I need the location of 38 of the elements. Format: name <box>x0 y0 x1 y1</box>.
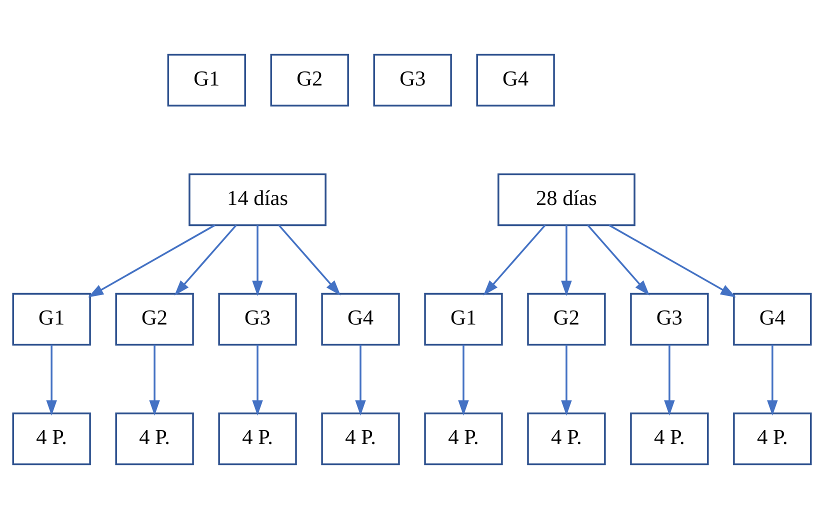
node-box: 4 P. <box>12 412 91 465</box>
node-box: G2 <box>270 53 349 106</box>
arrow <box>278 224 341 295</box>
arrow <box>608 224 736 297</box>
node-box: G2 <box>115 292 194 346</box>
node-box: 14 días <box>188 172 326 226</box>
arrow <box>355 344 366 416</box>
arrow <box>587 224 650 295</box>
node-box: G4 <box>733 292 812 346</box>
node-box: G2 <box>527 292 606 346</box>
arrow <box>664 344 675 416</box>
node-box: G1 <box>167 53 246 106</box>
node-box: 4 P. <box>218 412 297 465</box>
node-box: G3 <box>373 53 452 106</box>
node-box: G1 <box>424 292 503 346</box>
arrow <box>252 224 263 296</box>
node-box: 4 P. <box>115 412 194 465</box>
node-box: G4 <box>476 53 555 106</box>
arrow <box>252 344 263 416</box>
arrow <box>174 224 237 295</box>
arrow <box>46 344 57 416</box>
arrow <box>561 344 572 416</box>
node-box: G1 <box>12 292 91 346</box>
node-box: 4 P. <box>527 412 606 465</box>
node-box: G4 <box>321 292 400 346</box>
arrow <box>458 344 469 416</box>
node-box: 4 P. <box>424 412 503 465</box>
node-box: 4 P. <box>630 412 709 465</box>
node-box: G3 <box>630 292 709 346</box>
node-box: 28 días <box>498 172 636 226</box>
arrow <box>767 344 778 416</box>
node-box: 4 P. <box>733 412 812 465</box>
arrow <box>561 224 572 296</box>
arrow <box>483 224 546 295</box>
arrow <box>88 224 216 297</box>
arrow <box>149 344 160 416</box>
node-box: 4 P. <box>321 412 400 465</box>
node-box: G3 <box>218 292 297 346</box>
